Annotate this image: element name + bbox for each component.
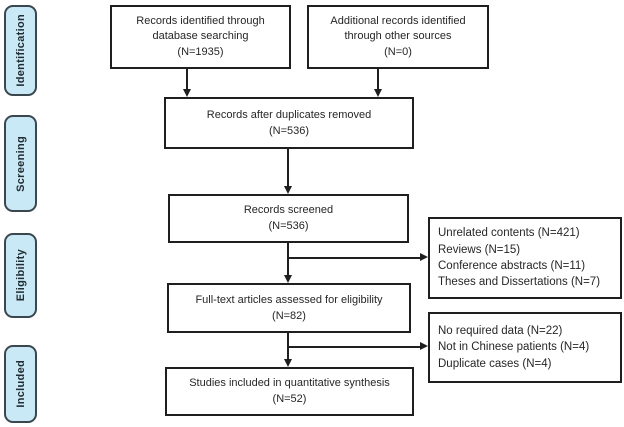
flow-box-quantitative-synthesis-text: Studies included in quantitative synthes…	[189, 377, 390, 390]
flow-box-database-search: Records identified through database sear…	[110, 5, 291, 69]
arrowhead-right-icon	[420, 253, 428, 261]
stage-label-included: Included	[4, 345, 37, 423]
exclusion-box-fulltext: No required data (N=22) Not in Chinese p…	[428, 312, 622, 383]
flow-box-records-screened-count: (N=536)	[268, 220, 309, 232]
exclusion-item: No required data (N=22)	[438, 325, 563, 337]
exclusion-item: Duplicate cases (N=4)	[438, 357, 552, 370]
arrowhead-down-icon	[374, 89, 382, 97]
exclusion-item: Not in Chinese patients (N=4)	[438, 341, 590, 354]
flow-box-records-screened-text: Records screened	[243, 204, 334, 217]
arrow-screened-to-fulltext	[287, 243, 289, 275]
flow-box-other-sources: Additional records identified through ot…	[307, 5, 489, 69]
arrowhead-down-icon	[284, 359, 292, 367]
flow-box-other-sources-text: Additional records identified through ot…	[330, 15, 466, 43]
exclusion-item: Conference abstracts (N=11)	[438, 260, 586, 272]
arrowhead-down-icon	[183, 89, 191, 97]
flow-box-full-text-assessed: Full-text articles assessed for eligibil…	[167, 283, 411, 333]
exclusion-item: Reviews (N=15)	[438, 243, 521, 256]
flow-box-database-search-text: Records identified through database sear…	[136, 15, 265, 43]
flow-box-quantitative-synthesis-count: (N=52)	[272, 393, 307, 405]
flow-box-full-text-assessed-text: Full-text articles assessed for eligibil…	[195, 293, 383, 306]
exclusion-item: Theses and Dissertations (N=7)	[438, 276, 601, 289]
stage-label-screening: Screening	[4, 115, 37, 212]
stage-label-eligibility-text: Eligibility	[14, 249, 27, 302]
arrow-branch-fulltext-exclusions	[288, 346, 420, 348]
stage-label-eligibility: Eligibility	[4, 233, 37, 318]
arrowhead-down-icon	[284, 186, 292, 194]
arrow-dedup-to-screened	[287, 149, 289, 186]
flow-box-other-sources-count: (N=0)	[384, 45, 412, 58]
flow-box-database-search-count: (N=1935)	[177, 45, 224, 58]
stage-label-identification: Identification	[4, 5, 37, 96]
exclusion-item: Unrelated contents (N=421)	[438, 227, 580, 240]
stage-label-screening-text: Screening	[14, 135, 27, 192]
flow-box-duplicates-removed-count: (N=536)	[268, 124, 310, 137]
arrowhead-down-icon	[284, 275, 292, 283]
arrow-database-to-dedup	[186, 69, 188, 89]
flow-box-full-text-assessed-count: (N=82)	[272, 309, 306, 322]
arrow-branch-screening-exclusions	[288, 257, 420, 259]
stage-label-identification-text: Identification	[14, 14, 27, 87]
flow-box-quantitative-synthesis: Studies included in quantitative synthes…	[165, 367, 414, 416]
arrow-other-to-dedup	[377, 69, 379, 89]
flow-box-duplicates-removed: Records after duplicates removed (N=536)	[164, 97, 414, 149]
flow-box-records-screened: Records screened (N=536)	[168, 194, 409, 243]
flow-box-duplicates-removed-text: Records after duplicates removed	[206, 108, 372, 121]
arrowhead-right-icon	[420, 342, 428, 350]
stage-label-included-text: Included	[14, 360, 27, 408]
exclusion-box-screening: Unrelated contents (N=421) Reviews (N=15…	[428, 217, 622, 299]
